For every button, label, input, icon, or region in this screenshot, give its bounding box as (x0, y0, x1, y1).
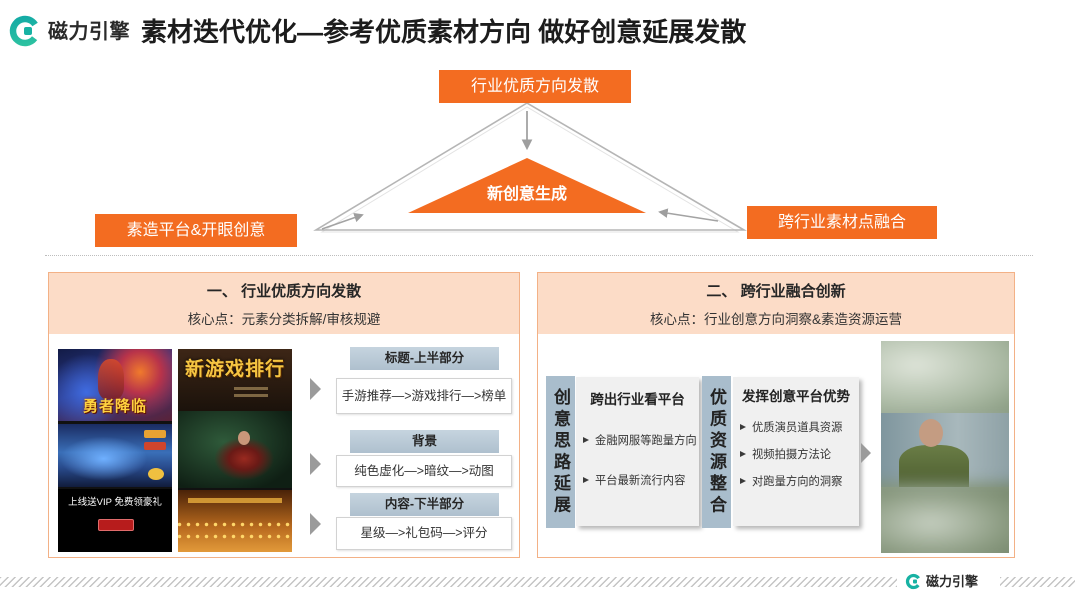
step-list-item-text: 平台最新流行内容 (595, 475, 686, 487)
diagram-lines (313, 102, 747, 233)
diagram-top-box: 行业优质方向发散 (439, 70, 631, 103)
step-list-item: 金融网服等跑量方向 (583, 434, 697, 448)
step-label-text: 优质资源整合 (707, 387, 726, 517)
footer-logo-text: 磁力引擎 (926, 574, 979, 589)
diagram-right-box: 跨行业素材点融合 (747, 206, 937, 239)
step-box-advantage: 发挥创意平台优势 优质演员道具资源 视频拍摄方法论 对跑量方向的洞察 (733, 377, 859, 526)
step-box-platform: 跨出行业看平台 金融网服等跑量方向 平台最新流行内容 (576, 377, 699, 526)
step-list-item: 视频拍摄方法论 (740, 448, 831, 462)
magnet-engine-logo-icon (905, 573, 922, 590)
arrowhead-bullet-icon (740, 451, 746, 457)
game-thumbnail-b-rating (178, 490, 292, 552)
center-triangle (408, 158, 646, 213)
triangle-right-icon (310, 378, 321, 400)
group-header-background: 背景 (350, 430, 499, 453)
step-list-item-text: 金融网服等跑量方向 (595, 435, 697, 447)
left-panel-core-point: 核心点：元素分类拆解/审核规避 (187, 312, 381, 327)
group-content-background: 纯色虚化—>暗纹—>动图 (336, 455, 512, 487)
game-thumbnail-b-top: 新游戏排行 (178, 349, 292, 411)
photo-person-head (919, 419, 943, 447)
diagram-outline-triangle (313, 102, 747, 231)
step-label-text: 创意思路延展 (551, 387, 570, 517)
example-video-photo (881, 341, 1009, 553)
game-thumbnail-a-top: 勇者降临 (58, 349, 172, 421)
triangle-right-icon (861, 443, 871, 463)
right-panel: 二、 跨行业融合创新 核心点：行业创意方向洞察&素造资源运营 创意思路延展 跨出… (537, 272, 1015, 558)
game-thumbnail-a-promo: 上线送VIP 免费领豪礼 (58, 489, 172, 552)
section-divider (45, 255, 1033, 256)
step-box-title: 跨出行业看平台 (590, 392, 685, 407)
right-panel-title: 二、 跨行业融合创新 (706, 283, 846, 300)
game-thumbnail-a-title: 勇者降临 (82, 398, 147, 415)
group-header-content-area: 内容-下半部分 (350, 493, 499, 516)
footer-hatch-left (0, 577, 897, 587)
page-title: 素材迭代优化—参考优质素材方向 做好创意延展发散 (141, 17, 747, 47)
step-label-creative-extension: 创意思路延展 (546, 376, 575, 528)
arrowhead-bullet-icon (583, 437, 589, 443)
left-panel-title: 一、 行业优质方向发散 (206, 283, 362, 300)
game-rating-bar (188, 498, 282, 503)
game-promo-text: 上线送VIP 免费领豪礼 (68, 497, 162, 508)
arrowhead-bullet-icon (583, 477, 589, 483)
step-list-item: 优质演员道具资源 (740, 421, 842, 435)
left-panel-header: 一、 行业优质方向发散 核心点：元素分类拆解/审核规避 (49, 273, 519, 334)
game-text-line (234, 394, 268, 397)
game-ui-badge (144, 442, 166, 450)
triangle-right-icon (310, 513, 321, 535)
right-panel-header: 二、 跨行业融合创新 核心点：行业创意方向洞察&素造资源运营 (538, 273, 1014, 334)
diagram-left-box: 素造平台&开眼创意 (95, 214, 297, 247)
photo-person-body (899, 445, 969, 487)
arrowhead-bullet-icon (740, 424, 746, 430)
photo-blurred-bottom (881, 483, 1009, 553)
group-content-title-area: 手游推荐—>游戏排行—>榜单 (336, 378, 512, 414)
photo-blurred-top (881, 341, 1009, 416)
game-thumbnail-b-scene (178, 411, 292, 488)
step-list-item-text: 优质演员道具资源 (752, 422, 843, 434)
step-label-resource-integration: 优质资源整合 (702, 376, 731, 528)
game-thumbnail-a-scene (58, 424, 172, 487)
group-content-content-area: 星级—>礼包码—>评分 (336, 517, 512, 550)
game-thumbnail-b: 新游戏排行 (178, 349, 292, 552)
game-promo-button (98, 519, 134, 531)
game-character-figure (98, 359, 124, 399)
game-text-line (234, 387, 268, 390)
logo-text: 磁力引擎 (48, 21, 130, 43)
game-thumbnail-b-title: 新游戏排行 (184, 359, 285, 380)
step-box-title: 发挥创意平台优势 (742, 389, 850, 404)
step-list-item-text: 对跑量方向的洞察 (752, 476, 843, 488)
left-panel: 一、 行业优质方向发散 核心点：元素分类拆解/审核规避 勇者降临 上线送VIP … (48, 272, 520, 558)
game-ui-badge (144, 430, 166, 438)
step-list-item-text: 视频拍摄方法论 (752, 449, 832, 461)
diagram-outline-shadow (320, 106, 740, 233)
diagram-center-label: 新创意生成 (486, 186, 567, 203)
game-character-head (238, 431, 250, 445)
game-thumbnail-a: 勇者降临 上线送VIP 免费领豪礼 (58, 349, 172, 552)
up-right-arrow-icon (321, 213, 364, 230)
left-arrow-icon (658, 208, 719, 222)
game-ui-coin (148, 468, 164, 480)
right-panel-core-point: 核心点：行业创意方向洞察&素造资源运营 (649, 312, 902, 327)
triangle-right-icon (310, 453, 321, 475)
arrowhead-bullet-icon (740, 478, 746, 484)
step-list-item: 对跑量方向的洞察 (740, 475, 842, 489)
step-list-item: 平台最新流行内容 (583, 474, 685, 488)
group-header-title-area: 标题-上半部分 (350, 347, 499, 370)
magnet-engine-logo-icon (9, 15, 41, 47)
footer-hatch-right (1000, 577, 1075, 587)
